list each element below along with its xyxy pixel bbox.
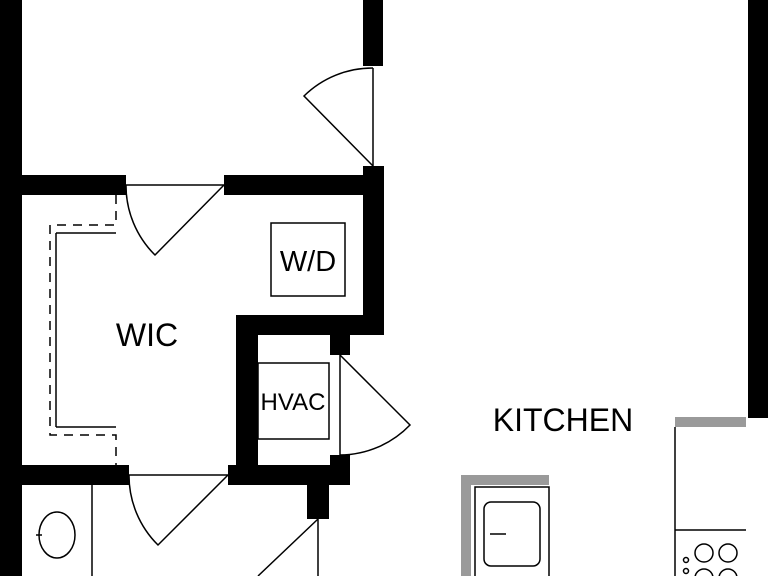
wall-wic-bottom-left (22, 465, 129, 485)
door-bath (257, 518, 319, 576)
wall-hvac-right-top (330, 335, 350, 355)
island-counter (474, 486, 550, 576)
knob-icon (682, 567, 690, 575)
knob-icon (682, 556, 690, 564)
kitchen-island (461, 475, 550, 576)
wall-wd-bottom (236, 315, 384, 335)
wall-right-outer (748, 0, 768, 418)
wall-wic-top-right (224, 175, 384, 195)
wall-left-outer (0, 0, 22, 576)
door-wic-bottom (128, 474, 229, 547)
range-cooktop (682, 543, 738, 576)
closet-shelving (49, 195, 117, 465)
wall-hvac-left (236, 315, 258, 485)
toilet-icon (36, 511, 76, 559)
wall-wd-right (363, 166, 384, 335)
wall-hvac-bottom (228, 465, 350, 485)
island-counter-edge-top (461, 475, 549, 485)
wic-label: WIC (116, 317, 178, 353)
washer-dryer-box (270, 222, 346, 297)
kitchen-counter-right (674, 417, 746, 576)
washer-dryer-label: W/D (280, 246, 336, 278)
wall-bath-stub (307, 485, 329, 519)
hvac-label: HVAC (261, 389, 326, 416)
wall-hvac-right-bottom (330, 455, 350, 485)
door-hvac (339, 354, 412, 456)
wall-top-mid (363, 0, 383, 66)
burner-icon (694, 543, 714, 563)
burner-icon (718, 543, 738, 563)
door-top (302, 67, 374, 167)
wall-wic-top-left (22, 175, 126, 195)
doors (125, 67, 412, 576)
hvac-box (257, 362, 330, 440)
kitchen-label: KITCHEN (493, 402, 633, 438)
door-wic (125, 184, 225, 257)
counter-edge (675, 417, 746, 427)
sink-icon (483, 501, 541, 567)
partitions (91, 355, 341, 576)
island-counter-edge-left (461, 475, 471, 576)
burner-icon (718, 568, 738, 576)
burner-icon (694, 568, 714, 576)
